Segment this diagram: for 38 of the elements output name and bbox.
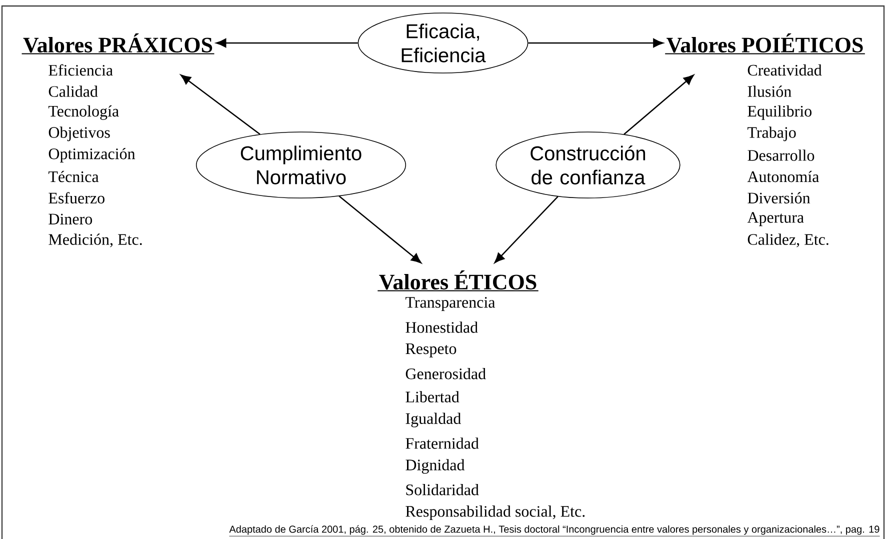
- list-item: Generosidad: [406, 368, 486, 380]
- arrow: [216, 38, 358, 48]
- list-item: Técnica: [48, 170, 99, 182]
- list-item: Eficiencia: [48, 64, 113, 76]
- arrow: [528, 38, 664, 48]
- list-item: Creatividad: [748, 64, 822, 76]
- list-item: Responsabilidad social, Etc.: [406, 506, 585, 520]
- list-item: Esfuerzo: [48, 192, 104, 204]
- list-item: Respeto: [406, 343, 456, 358]
- arrow: [180, 74, 260, 135]
- list-item: Calidez, Etc.: [748, 234, 828, 248]
- list-item: Dignidad: [406, 459, 465, 474]
- arrow: [624, 74, 694, 135]
- list-item: Apertura: [747, 212, 804, 226]
- list-item: Diversión: [748, 192, 810, 204]
- list-item: Honestidad: [406, 322, 478, 333]
- arrow: [494, 196, 558, 264]
- list-item: Tecnología: [48, 105, 119, 120]
- arrow: [338, 196, 422, 264]
- list-item: Igualdad: [406, 412, 461, 428]
- list-item: Desarrollo: [748, 150, 814, 161]
- list-item: Dinero: [48, 214, 92, 224]
- heading: Valores ÉTICOS: [377, 270, 539, 292]
- list-item: Trabajo: [748, 126, 796, 142]
- list-item: Fraternidad: [406, 438, 479, 449]
- heading: Valores PRÁXICOS: [21, 33, 215, 54]
- list-item: Autonomía: [747, 170, 819, 182]
- list-item: Solidaridad: [406, 484, 479, 496]
- list-item: Optimización: [48, 148, 136, 162]
- list-item: Ilusión: [748, 86, 792, 97]
- caption: Adaptado de García 2001, pág. 25, obtenido de Zazueta H., Tesis doctoral “Incongruencia entre valores personales y organizacionales…”, pag. 19: [229, 525, 880, 536]
- list-item: Transparencia: [405, 297, 496, 311]
- list-item: Calidad: [48, 86, 98, 97]
- list-item: Libertad: [406, 391, 460, 402]
- list-item: Objetivos: [48, 126, 110, 142]
- list-item: Medición, Etc.: [48, 234, 142, 248]
- heading: Valores POIÉTICOS: [664, 33, 866, 54]
- list-item: Equilibrio: [748, 105, 812, 120]
